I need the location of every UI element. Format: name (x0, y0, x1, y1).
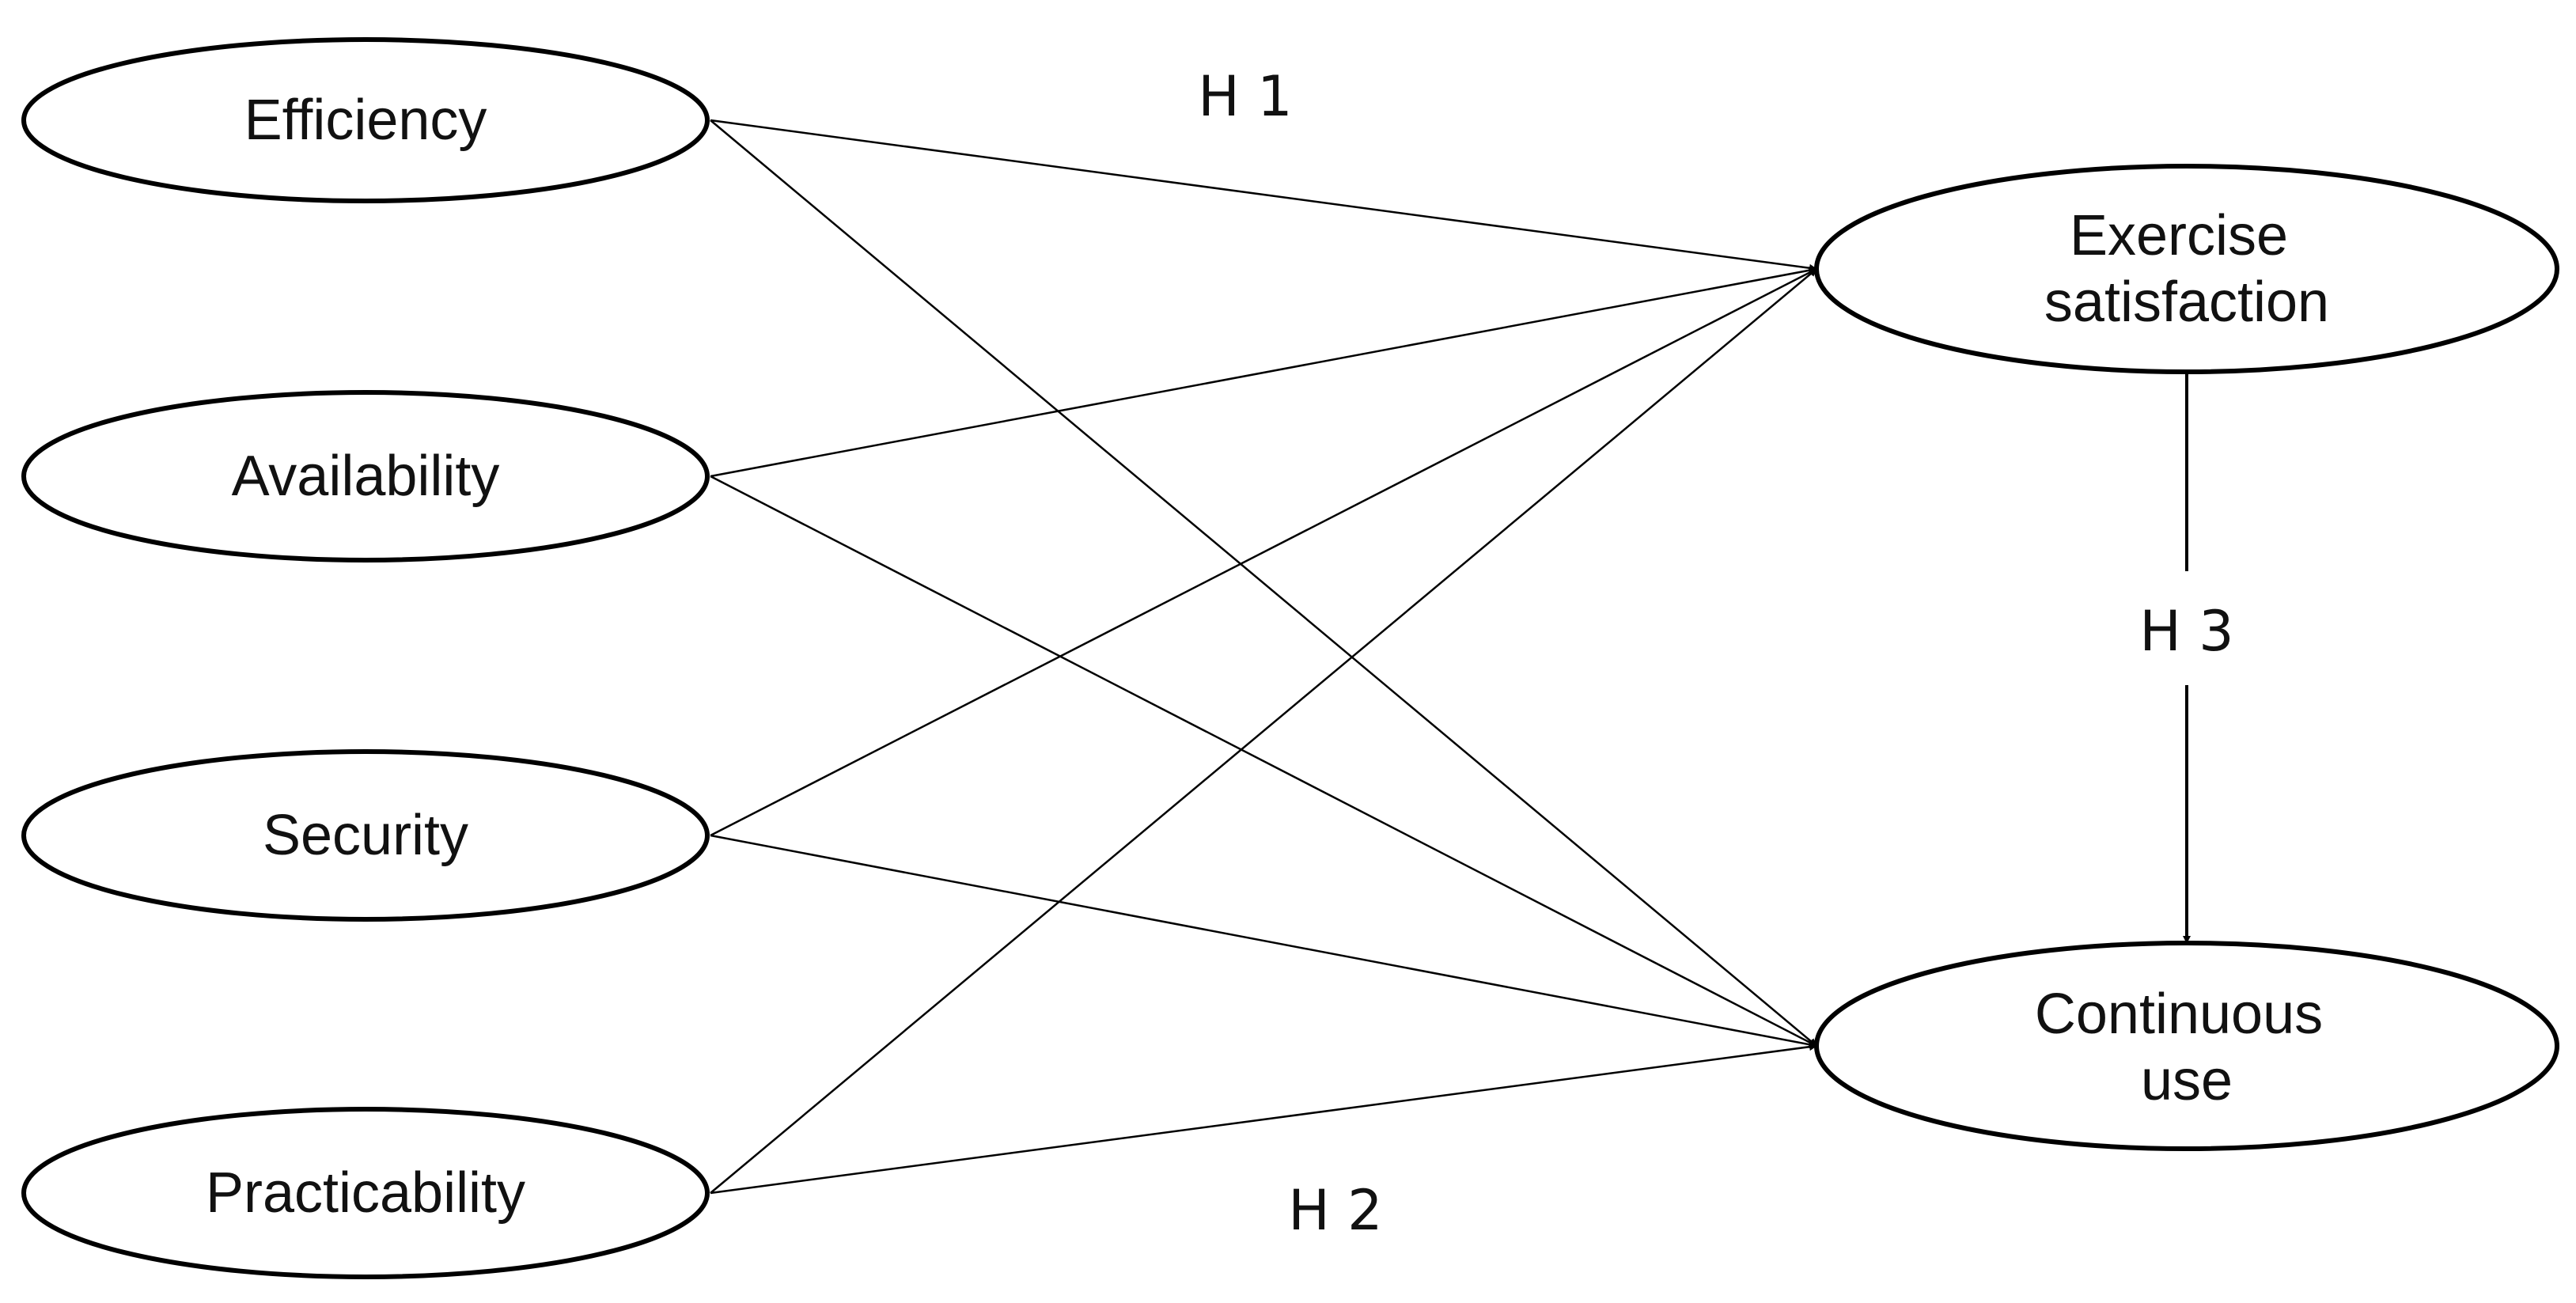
node-exercise-satisfaction-line-1: Exercise (2070, 204, 2288, 267)
node-availability: Availability (21, 390, 710, 562)
edge-efficiency-to-continuous-use (710, 119, 1817, 1047)
edge-efficiency-to-exercise-satisfaction (710, 119, 1817, 272)
edge-practicability-to-continuous-use (710, 1043, 1817, 1195)
node-practicability: Practicability (21, 1107, 710, 1279)
node-exercise-satisfaction: Exercise satisfaction (1814, 164, 2559, 374)
node-exercise-satisfaction-line-2: satisfaction (2044, 271, 2329, 334)
hypothesis-h1-label: H 1 (1198, 64, 1292, 129)
hypothesis-h2-label: H 2 (1288, 1178, 1382, 1243)
node-continuous-use-ellipse (1814, 941, 2559, 1151)
node-availability-ellipse (21, 390, 710, 562)
node-efficiency: Efficiency (21, 37, 710, 203)
edge-availability-to-continuous-use (710, 475, 1817, 1047)
node-efficiency-label: Efficiency (244, 89, 487, 152)
node-continuous-use-line-2: use (2141, 1049, 2233, 1112)
node-security-label: Security (263, 804, 468, 867)
edge-security-to-exercise-satisfaction (710, 267, 1817, 837)
node-exercise-satisfaction-label: Exercise satisfaction (2044, 204, 2329, 334)
hypothesis-h3-label: H 3 (2139, 599, 2233, 664)
node-security: Security (21, 749, 710, 922)
node-continuous-use-line-1: Continuous (2035, 983, 2323, 1046)
node-security-ellipse (21, 749, 710, 922)
edge-security-to-continuous-use (710, 834, 1817, 1049)
node-availability-label: Availability (232, 445, 500, 508)
node-continuous-use: Continuous use (1814, 941, 2559, 1151)
edge-practicability-to-exercise-satisfaction (710, 268, 1817, 1194)
edge-availability-to-exercise-satisfaction (710, 266, 1817, 478)
node-practicability-ellipse (21, 1107, 710, 1279)
node-exercise-satisfaction-ellipse (1814, 164, 2559, 374)
node-efficiency-ellipse (21, 37, 710, 203)
edges-group (710, 119, 2191, 1195)
node-practicability-label: Practicability (206, 1161, 525, 1225)
node-continuous-use-label: Continuous use (2035, 983, 2339, 1112)
